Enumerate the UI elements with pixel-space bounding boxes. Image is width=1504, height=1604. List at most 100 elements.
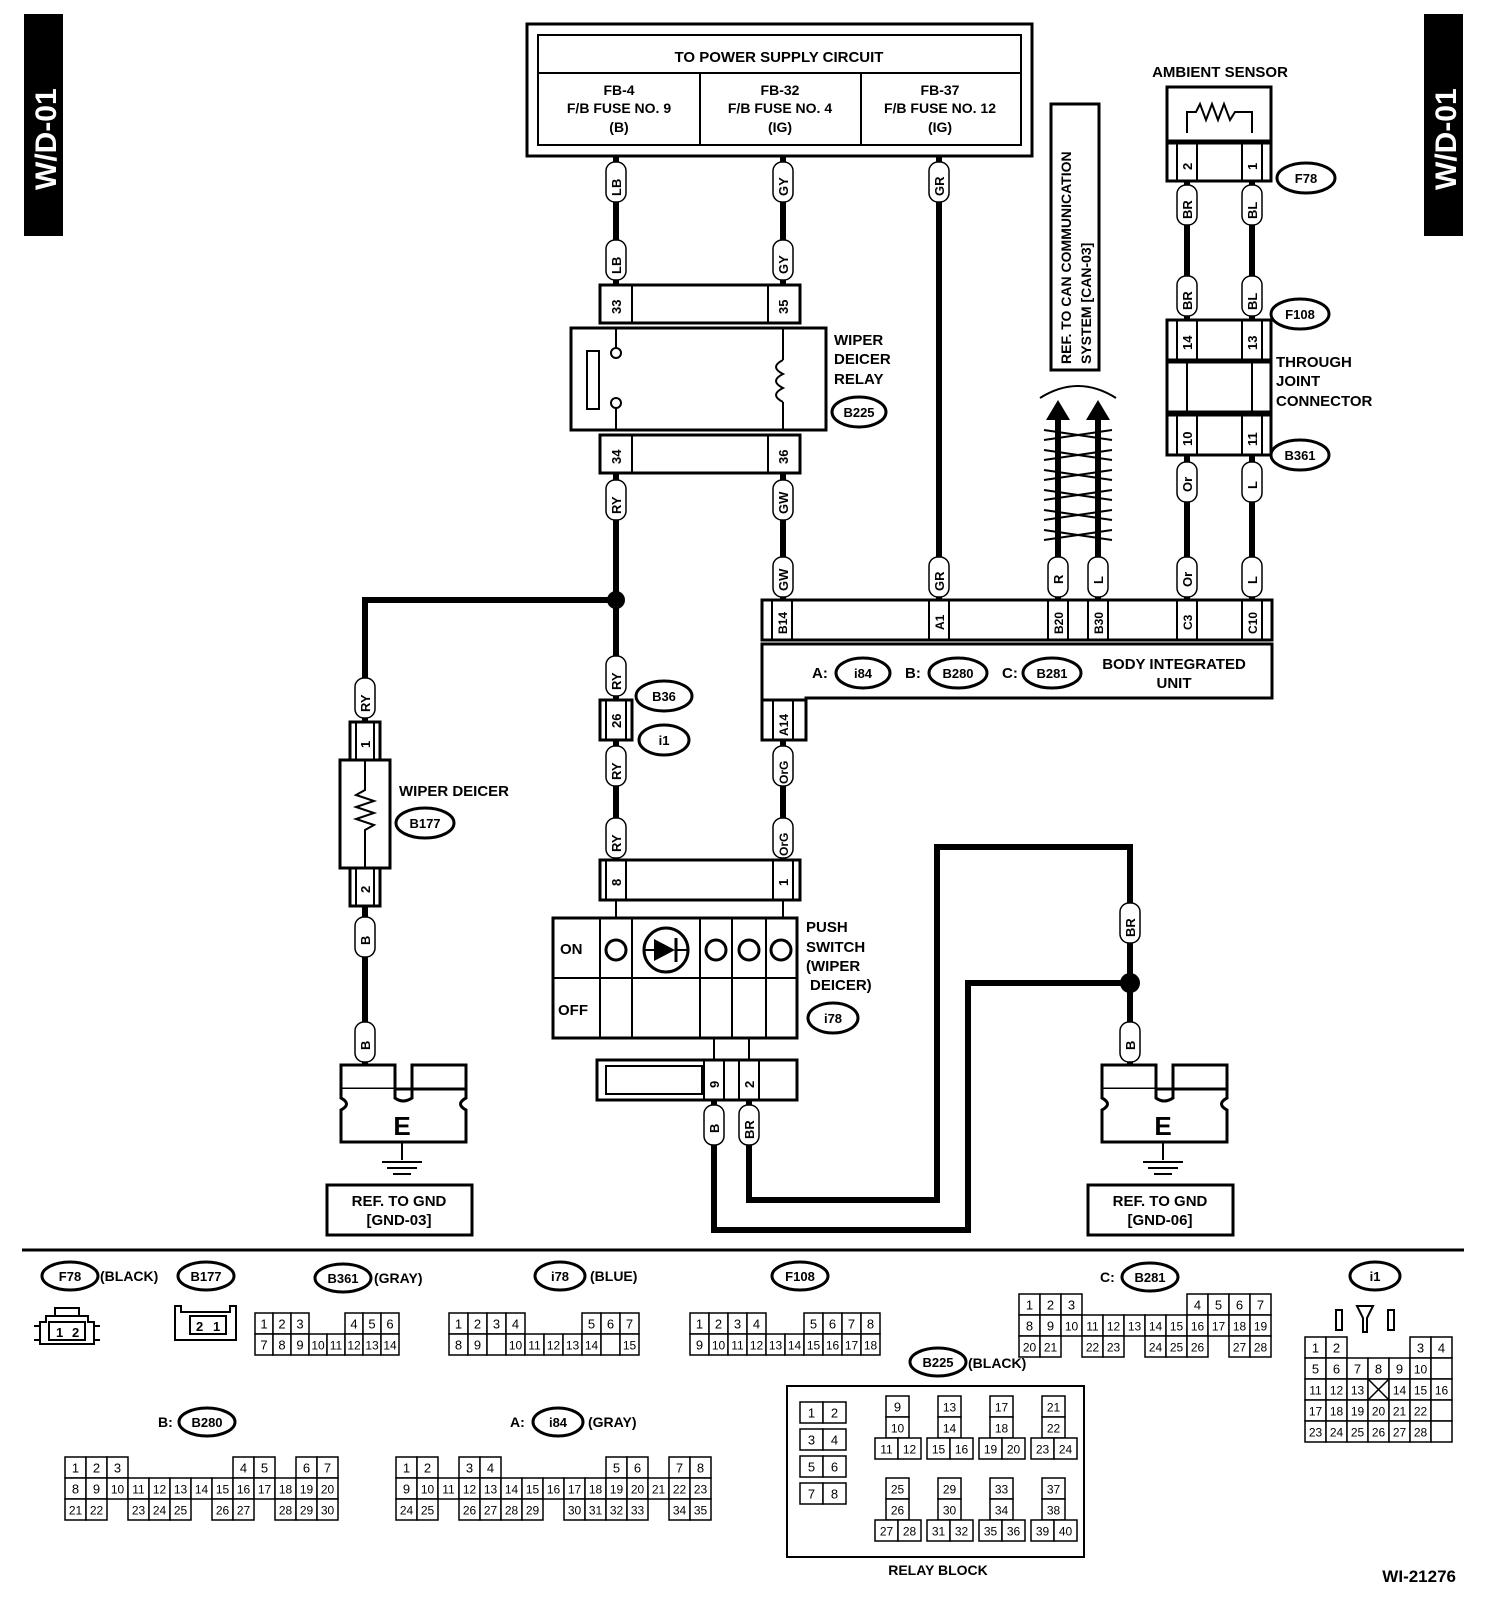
pin-cell: [626, 1498, 649, 1521]
svg-text:i84: i84: [549, 1415, 568, 1430]
svg-text:FB-4: FB-4: [603, 82, 634, 98]
pin-number: 2: [424, 1461, 431, 1476]
pin-cell: [1186, 1335, 1209, 1358]
pin-number: 9: [696, 1338, 703, 1353]
pin-number: 27: [237, 1504, 251, 1518]
pin-number: 28: [903, 1525, 917, 1539]
pin-number: 6: [831, 1460, 838, 1475]
svg-text:(B): (B): [609, 119, 628, 135]
pin-number: 39: [1036, 1525, 1050, 1539]
b361-connector-id: B361: [1284, 448, 1315, 463]
svg-text:F108: F108: [785, 1269, 815, 1284]
pin-number: 11: [528, 1339, 541, 1353]
ambient-sensor: AMBIENT SENSOR 2 1 F78: [1152, 64, 1337, 195]
pin-number: 23: [1107, 1341, 1121, 1355]
power-supply-title: TO POWER SUPPLY CIRCUIT: [675, 49, 884, 66]
pin-number: 6: [634, 1461, 641, 1476]
svg-text:THROUGH: THROUGH: [1276, 354, 1352, 371]
pin-number: 25: [891, 1483, 905, 1497]
side-tag-right: W/D-01: [1430, 88, 1463, 190]
svg-text:C10: C10: [1246, 612, 1260, 634]
pin-number: 36: [1007, 1525, 1021, 1539]
pin-number: 10: [111, 1483, 125, 1497]
pin-number: 8: [1026, 1319, 1033, 1334]
pin-number: 14: [585, 1339, 599, 1353]
figure-id: WI-21276: [1382, 1567, 1456, 1586]
pin-number: 21: [1393, 1405, 1407, 1419]
pin-number: 3: [493, 1317, 500, 1332]
pin-number: 17: [568, 1483, 582, 1497]
svg-text:i78: i78: [551, 1269, 569, 1284]
pin-number: 2: [831, 1406, 838, 1421]
pin-number: 12: [1107, 1320, 1121, 1334]
pin-cell: [949, 1519, 974, 1542]
pin-number: 5: [1312, 1362, 1319, 1377]
pin-number: 20: [631, 1483, 645, 1497]
pin-number: 8: [831, 1487, 838, 1502]
pin-cell: [822, 1401, 847, 1424]
pin-number: 10: [891, 1422, 905, 1436]
pin-number: 24: [1330, 1426, 1344, 1440]
pin-number: 30: [321, 1504, 335, 1518]
pin-number: 26: [216, 1504, 230, 1518]
pin-cell: [897, 1519, 922, 1542]
svg-text:B36: B36: [652, 689, 676, 704]
pin-number: 15: [526, 1483, 540, 1497]
pin-number: 20: [1007, 1443, 1021, 1457]
pin-number: 2: [278, 1317, 285, 1332]
pin-number: 9: [296, 1338, 303, 1353]
pin-number: 1: [455, 1317, 462, 1332]
pin-number: 32: [610, 1504, 624, 1518]
pin-number: 2: [474, 1317, 481, 1332]
pin-number: 12: [750, 1339, 764, 1353]
svg-text:RY: RY: [609, 496, 624, 514]
pin-number: 15: [932, 1443, 946, 1457]
pin-number: 26: [463, 1504, 477, 1518]
pin-number: 28: [505, 1504, 519, 1518]
svg-text:A14: A14: [777, 714, 791, 736]
svg-text:REF. TO GND: REF. TO GND: [352, 1193, 447, 1210]
pin-number: 21: [652, 1483, 666, 1497]
svg-text:RELAY: RELAY: [834, 371, 883, 388]
pin-number: 29: [300, 1504, 314, 1518]
pin-number: 35: [984, 1525, 998, 1539]
pin-number: 27: [484, 1504, 498, 1518]
pin-number: 31: [589, 1504, 603, 1518]
pin-number: 16: [955, 1443, 969, 1457]
svg-text:2: 2: [196, 1319, 203, 1334]
pin-number: 3: [734, 1317, 741, 1332]
pin-number: 19: [300, 1483, 314, 1497]
power-supply-box: TO POWER SUPPLY CIRCUIT FB-4 F/B FUSE NO…: [525, 22, 1034, 158]
pin-number: 18: [589, 1483, 603, 1497]
svg-text:SWITCH: SWITCH: [806, 939, 865, 956]
svg-text:B280: B280: [942, 666, 973, 681]
pin-number: 2: [715, 1317, 722, 1332]
pin-number: 16: [826, 1339, 840, 1353]
pin-number: 6: [829, 1317, 836, 1332]
f108-connector-id: F108: [1285, 307, 1315, 322]
pin-number: 26: [891, 1504, 905, 1518]
pin-number: 3: [466, 1461, 473, 1476]
pin-number: 16: [1435, 1384, 1449, 1398]
pin-number: 23: [1309, 1426, 1323, 1440]
svg-text:CONNECTOR: CONNECTOR: [1276, 393, 1373, 410]
pin-number: 21: [69, 1504, 83, 1518]
pin-number: 23: [694, 1483, 708, 1497]
pin-number: 9: [894, 1400, 901, 1415]
relay-pin-36: 36: [776, 450, 791, 464]
svg-text:OrG: OrG: [777, 833, 791, 856]
ground-left: E REF. TO GND [GND-03]: [325, 1063, 474, 1237]
svg-text:OFF: OFF: [558, 1002, 588, 1019]
pin-number: 25: [1351, 1426, 1365, 1440]
svg-text:GY: GY: [776, 177, 791, 196]
pin-cell: [232, 1498, 255, 1521]
wiper-deicer-relay: 33 35 34 36 WIPER DEICER RELAY B225: [569, 283, 891, 475]
svg-text:1: 1: [56, 1325, 63, 1340]
relay-pin-34: 34: [609, 449, 624, 464]
pin-number: 8: [867, 1317, 874, 1332]
svg-text:PUSH: PUSH: [806, 919, 848, 936]
pin-number: 22: [90, 1504, 104, 1518]
pin-number: 8: [1375, 1362, 1382, 1377]
pin-number: 22: [1086, 1341, 1100, 1355]
pin-number: 10: [1065, 1320, 1079, 1334]
